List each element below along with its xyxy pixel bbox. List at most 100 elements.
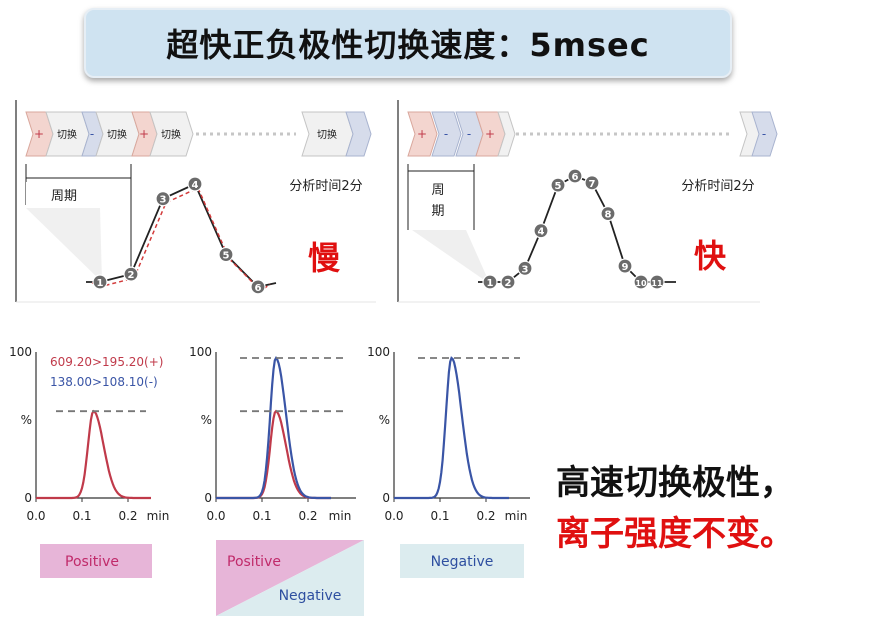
fast-peak-point [500, 274, 516, 290]
slow-peak-point [218, 246, 234, 263]
slow-peak-trace [86, 182, 277, 288]
fast-seg-minus-1 [431, 111, 462, 157]
chromatogram-1-ylabel: % [21, 413, 32, 427]
chromatogram-3-xtick-label: 0.2 [476, 509, 495, 523]
chromatogram-3-series-1 [394, 356, 509, 500]
fast-peak-point-label: 7 [589, 179, 596, 190]
fast-peak-point [649, 274, 665, 290]
slow-seg-plus-2-label: + [139, 127, 149, 141]
chromatogram-1-legend-negative: 138.00>108.10(-) [50, 375, 158, 389]
slow-peak-point [92, 274, 108, 290]
slow-peak-point-label: 6 [255, 283, 262, 294]
chromatogram-2-xtick-label: 0.2 [298, 509, 317, 523]
slow-seg-minus-end [345, 111, 372, 157]
slow-peak-trace-dashed [91, 187, 271, 292]
fast-verdict: 快 [694, 237, 727, 275]
mode-label-negative: Negative [431, 554, 494, 570]
fast-peak-point-label: 11 [651, 279, 663, 288]
fast-peak-point [533, 223, 549, 239]
chromatogram-2-series-2 [216, 355, 331, 500]
fast-peak-point-label: 2 [505, 278, 512, 289]
chromatogram-3-ylabel: % [379, 413, 390, 427]
fast-peak-trace [478, 174, 676, 283]
mode-label-positive: Positive [65, 554, 119, 570]
fast-peak-point [517, 260, 533, 276]
fast-period-label-bg [412, 176, 466, 230]
title-banner: 超快正负极性切换速度：5msec [84, 8, 732, 78]
chromatogram-2-series-1 [216, 409, 331, 500]
fast-peak-point [550, 177, 566, 193]
fast-peak-point-label: 1 [487, 278, 494, 289]
chromatogram-1-ytick-100: 100 [9, 345, 32, 359]
fast-peak-point-label: 9 [622, 262, 629, 273]
chromatogram-1-ytick-0: 0 [24, 491, 32, 505]
slow-seg-switch-3 [149, 111, 194, 157]
fast-peak-point [600, 206, 616, 222]
chromatogram-1-xtick-label: 0.1 [72, 509, 91, 523]
chromatogram-2-ylabel: % [201, 413, 212, 427]
slow-peak-point [187, 176, 203, 192]
chromatogram-3-xtick-label: 0.1 [430, 509, 449, 523]
fast-seg-minus-2-label: - [467, 127, 471, 141]
fast-seg-gray-after [497, 111, 516, 157]
fast-period-label-1: 周 [431, 183, 444, 198]
fast-peak-point-label: 4 [538, 227, 545, 238]
chromatogram-3-ytick-100: 100 [367, 345, 390, 359]
chromatogram-2-xtick-label: 0.1 [252, 509, 271, 523]
chromatogram-2-ytick-100: 100 [189, 345, 212, 359]
fast-peak-point-label: 10 [635, 279, 647, 288]
fast-peak-point-label: 8 [605, 210, 612, 221]
conclusion-line-1: 高速切换极性， [556, 463, 794, 503]
chromatogram-1-xlabel: min [147, 509, 170, 523]
fast-peak-point-label: 3 [522, 264, 529, 275]
mode-box-positive [40, 544, 152, 578]
slow-period-zoom-shade [26, 208, 102, 282]
fast-peak-point-label: 6 [572, 172, 579, 183]
chromatogram-3-xlabel: min [505, 509, 528, 523]
fast-peak-point [482, 274, 498, 290]
slow-peak-point-label: 2 [128, 270, 135, 281]
fast-period-label-2: 期 [431, 204, 444, 219]
mode-label-mixed-negative: Negative [279, 588, 342, 604]
slow-seg-switch-3-label: 切换 [161, 128, 181, 141]
fast-seg-plus-1 [407, 111, 438, 157]
fast-peak-point [617, 258, 633, 274]
conclusion-line-2: 离子强度不变。 [556, 514, 794, 554]
slow-peak-point-label: 4 [192, 180, 199, 191]
slow-period-label-bg [26, 182, 100, 208]
chromatogram-2-xtick-label: 0.0 [206, 509, 225, 523]
slow-peak-point-label: 5 [223, 251, 230, 262]
slow-seg-switch-4-label: 切换 [317, 128, 337, 141]
chromatogram-3-xtick-label: 0.0 [384, 509, 403, 523]
fast-peak-point [633, 274, 649, 290]
slow-peak-point [250, 279, 266, 295]
slow-seg-switch-1-label: 切换 [57, 128, 77, 141]
mode-box-mixed-negative [216, 540, 364, 616]
fast-period-zoom-shade [412, 230, 490, 284]
fast-seg-plus-1-label: + [417, 127, 427, 141]
chromatogram-1-legend-positive: 609.20>195.20(+) [50, 355, 163, 369]
slow-seg-switch-2-label: 切换 [107, 128, 127, 141]
fast-peak-point-label: 5 [555, 181, 562, 192]
slow-peak-point-label: 3 [160, 195, 167, 206]
page-title: 超快正负极性切换速度：5msec [166, 26, 650, 64]
chromatogram-1-series-1 [36, 409, 151, 500]
fast-peak-point [584, 175, 600, 191]
chromatogram-2-xlabel: min [329, 509, 352, 523]
fast-peak-point [567, 168, 583, 184]
mode-label-mixed-positive: Positive [227, 554, 281, 570]
fast-seg-plus-2-label: + [485, 127, 495, 141]
slow-peak-point [155, 191, 171, 207]
chromatogram-3-ytick-0: 0 [382, 491, 390, 505]
fast-seg-minus-end [751, 111, 778, 157]
mode-box-negative [400, 544, 524, 578]
slow-seg-minus-1-label: - [90, 127, 94, 141]
slow-analysis-time: 分析时间2分 [289, 179, 362, 194]
slow-peak-point [123, 266, 139, 282]
slow-peak-point-label: 1 [97, 278, 104, 289]
slow-verdict: 慢 [308, 239, 341, 277]
slow-seg-plus-1-label: + [34, 127, 44, 141]
chromatogram-1-xtick-label: 0.0 [26, 509, 45, 523]
chromatogram-1-xtick-label: 0.2 [118, 509, 137, 523]
